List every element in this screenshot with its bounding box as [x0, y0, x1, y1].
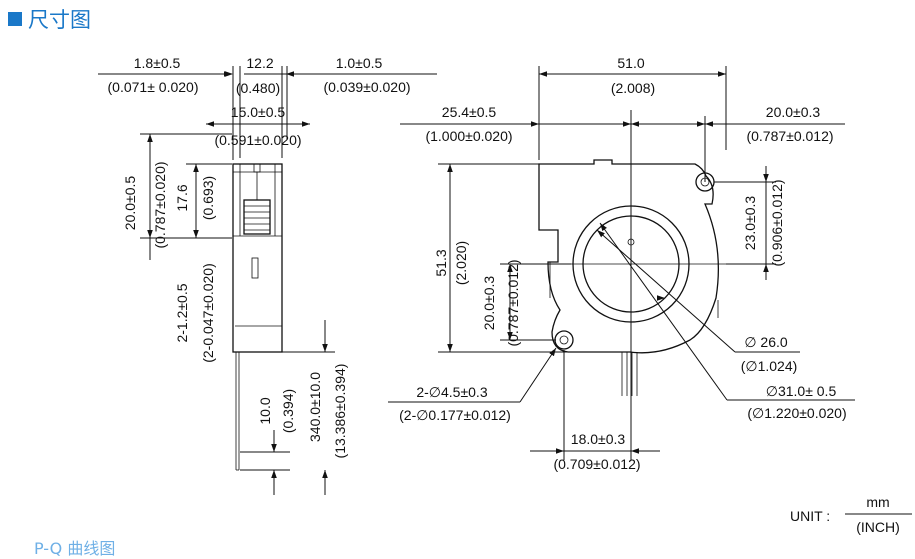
leader-mount-holes — [519, 347, 557, 403]
dim-left-to-center-mm: 25.4±0.5 — [442, 104, 497, 120]
dim-depth-inch: (0.591±0.020) — [214, 132, 301, 148]
section-title-text: 尺寸图 — [28, 8, 91, 32]
mount-hole-bottom — [554, 330, 574, 350]
dim-left-to-center-inch: (1.000±0.020) — [425, 128, 512, 144]
dim-right-offset-inch: (0.039±0.020) — [323, 79, 410, 95]
dim-height-inner-mm: 17.6 — [174, 184, 190, 211]
dim-body-width-mm: 12.2 — [246, 55, 273, 71]
dim-right-offset-mm: 1.0±0.5 — [336, 55, 383, 71]
unit-mm: mm — [866, 494, 889, 510]
dim-strip-inch: (0.394) — [280, 389, 296, 433]
dim-total-height-mm: 51.3 — [433, 249, 449, 276]
dim-hole-to-center-v-mm: 20.0±0.3 — [481, 276, 497, 331]
dim-wire-gauge-inch: (2-0.047±0.020) — [200, 263, 216, 363]
dim-mount-holes-inch: (2-∅0.177±0.012) — [399, 407, 511, 423]
dim-body-width-inch: (0.480) — [236, 80, 280, 96]
dim-lead-offset-inch: (0.071± 0.020) — [108, 79, 199, 95]
unit-inch: (INCH) — [856, 519, 900, 535]
next-section-title: P-Q 曲线图 — [34, 539, 116, 558]
section-title: 尺寸图 — [8, 4, 91, 34]
dim-wire-gauge-mm: 2-1.2±0.5 — [174, 283, 190, 342]
dim-height-outer-inch: (0.787±0.020) — [152, 161, 168, 248]
leader-impeller-dia — [599, 222, 728, 401]
dim-lead-offset-mm: 1.8±0.5 — [134, 55, 181, 71]
dim-height-inner-inch: (0.693) — [200, 176, 216, 220]
dim-center-to-top-hole-inch: (0.906±0.012) — [769, 179, 785, 266]
dim-total-height-inch: (2.020) — [453, 241, 469, 285]
unit-label: UNIT : — [790, 508, 830, 524]
dim-hub-dia-inch: (∅1.024) — [741, 358, 798, 374]
dim-depth-mm: 15.0±0.5 — [231, 104, 286, 120]
square-bullet-icon — [8, 12, 22, 26]
front-view: 51.0 (2.008) 25.4±0.5 (1.000±0.020) 20.0… — [388, 55, 855, 472]
dim-hub-dia-mm: ∅ 26.0 — [744, 334, 788, 350]
unit-legend: UNIT : mm (INCH) — [790, 494, 912, 535]
hub-side — [243, 199, 271, 235]
dim-mount-holes-mm: 2-∅4.5±0.3 — [416, 384, 487, 400]
dim-center-to-hole-inch: (0.787±0.012) — [746, 128, 833, 144]
fan-housing — [538, 159, 720, 354]
dim-center-to-top-hole-mm: 23.0±0.3 — [742, 196, 758, 251]
dim-lead-length-mm: 340.0±10.0 — [307, 372, 323, 442]
dim-total-width-mm: 51.0 — [617, 55, 644, 71]
dim-hole-spacing-inch: (0.709±0.012) — [553, 456, 640, 472]
dimension-drawing: 1.8±0.5 (0.071± 0.020) 12.2 (0.480) 1.0±… — [98, 55, 912, 535]
dim-center-to-hole-mm: 20.0±0.3 — [766, 104, 821, 120]
dim-lead-length-inch: (13.386±0.394) — [332, 364, 348, 459]
dim-hole-spacing-mm: 18.0±0.3 — [571, 431, 626, 447]
dim-total-width-inch: (2.008) — [611, 80, 655, 96]
dim-strip-mm: 10.0 — [257, 397, 273, 424]
dim-impeller-dia-inch: (∅1.220±0.020) — [747, 405, 846, 421]
dim-height-outer-mm: 20.0±0.5 — [122, 176, 138, 231]
side-view: 1.8±0.5 (0.071± 0.020) 12.2 (0.480) 1.0±… — [98, 55, 437, 495]
dim-hole-to-center-v-inch: (0.787±0.012) — [505, 259, 521, 346]
dim-impeller-dia-mm: ∅31.0± 0.5 — [766, 383, 837, 399]
